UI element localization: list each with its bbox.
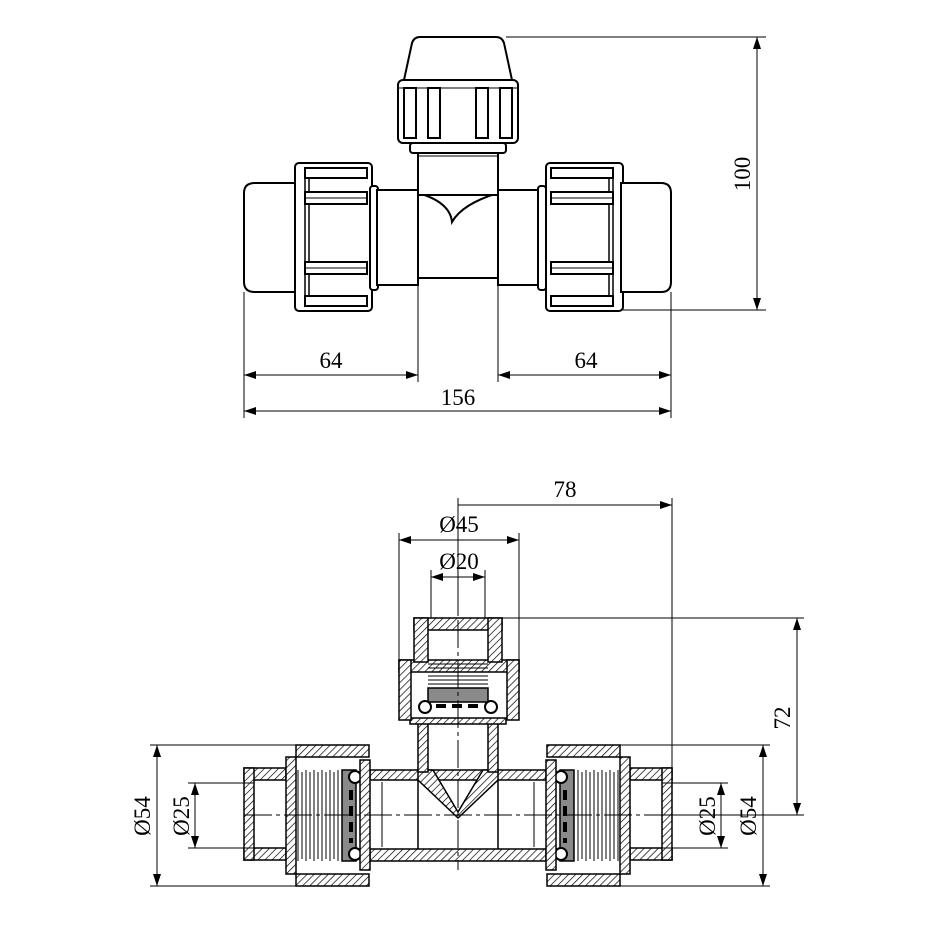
branch-end-cap — [402, 36, 514, 81]
left-nut-details — [304, 167, 368, 307]
branch-neck — [417, 149, 499, 196]
dim-total-length-label: 156 — [441, 385, 476, 410]
dim-left-outer-diameter-label: Ø54 — [130, 796, 155, 836]
left-stub — [376, 189, 419, 286]
branch-collar — [409, 142, 507, 154]
section-dimensions — [150, 498, 804, 887]
dim-half-length-label: 78 — [554, 477, 577, 502]
right-stub — [497, 189, 540, 286]
dim-right-bore-diameter-label: Ø25 — [695, 796, 720, 836]
left-end-cap — [243, 182, 298, 293]
dim-right-outer-diameter-label: Ø54 — [736, 796, 761, 836]
right-nut-details — [550, 167, 614, 307]
right-collar — [537, 185, 547, 291]
dim-right-length-label: 64 — [575, 348, 599, 373]
branch-section — [398, 617, 520, 773]
dim-left-bore-diameter-label: Ø25 — [169, 796, 194, 836]
left-nut — [294, 162, 373, 312]
top-view: 100 64 64 156 — [243, 36, 766, 418]
dim-height-label: 100 — [730, 157, 755, 192]
dim-left-length-label: 64 — [320, 348, 344, 373]
top-dimensions — [243, 36, 766, 418]
branch-nut-details — [398, 87, 518, 139]
right-end-cap — [620, 182, 672, 293]
dim-branch-height-label: 72 — [770, 707, 795, 730]
right-nut — [545, 162, 624, 312]
section-view: 78 Ø45 Ø20 72 Ø54 Ø25 Ø25 Ø54 — [130, 477, 804, 887]
dim-branch-bore-diameter-label: Ø20 — [439, 549, 479, 574]
dim-branch-outer-diameter-label: Ø45 — [439, 512, 479, 537]
section-center-lines — [244, 580, 672, 870]
tee-body-saddle — [417, 192, 499, 226]
